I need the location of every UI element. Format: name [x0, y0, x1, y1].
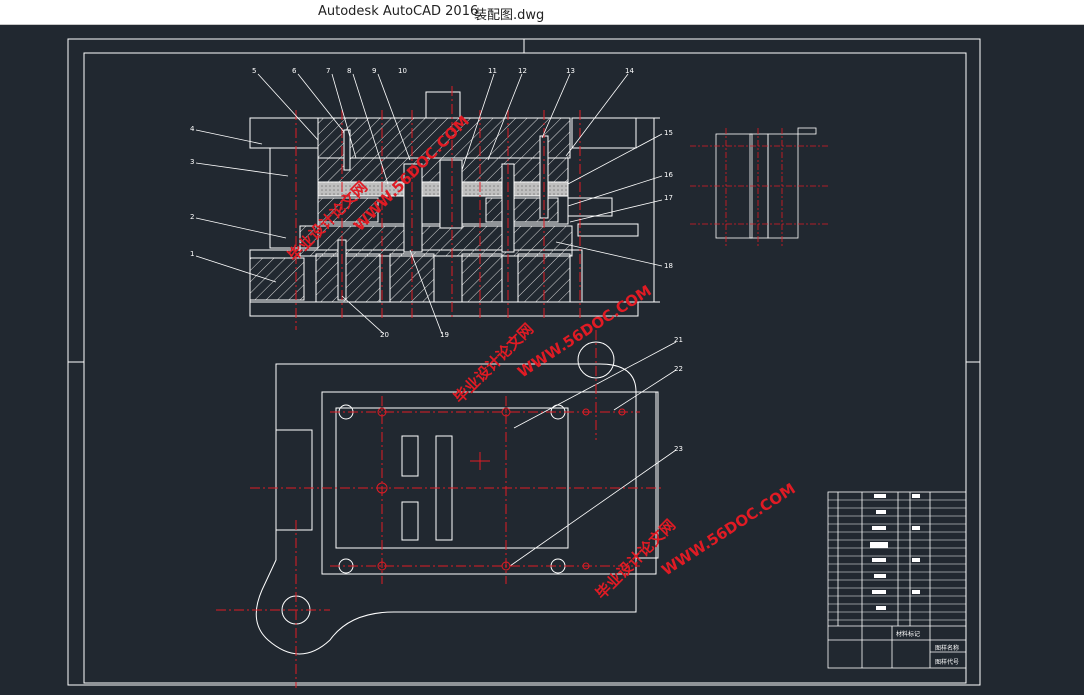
callout-11: 11 — [488, 67, 497, 75]
callout-12: 12 — [518, 67, 527, 75]
title-bar: Autodesk AutoCAD 2016 装配图.dwg — [0, 0, 1084, 25]
callout-2: 2 — [190, 213, 194, 221]
callout-22: 22 — [674, 365, 683, 373]
callout-21: 21 — [674, 336, 683, 344]
file-title: 装配图.dwg — [474, 8, 545, 23]
title-block-label-code: 图样代号 — [935, 658, 959, 666]
side-view — [690, 127, 830, 246]
title-block-label-material: 材料标记 — [896, 630, 920, 638]
callout-23: 23 — [674, 445, 683, 453]
callout-3: 3 — [190, 158, 194, 166]
callout-17: 17 — [664, 194, 673, 202]
callout-1: 1 — [190, 250, 194, 258]
callout-8: 8 — [347, 67, 351, 75]
callout-16: 16 — [664, 171, 673, 179]
callout-20: 20 — [380, 331, 389, 339]
watermark-url-3: WWW.56DOC.COM — [658, 480, 798, 580]
callout-6: 6 — [292, 67, 297, 75]
callout-10: 10 — [398, 67, 407, 75]
callout-13: 13 — [566, 67, 575, 75]
callout-7: 7 — [326, 67, 330, 75]
callout-4: 4 — [190, 125, 195, 133]
app-title: Autodesk AutoCAD 2016 — [318, 4, 479, 19]
drawing-canvas[interactable]: 1 2 3 4 5 6 7 8 9 10 11 12 13 14 15 16 1… — [0, 25, 1084, 691]
callout-15: 15 — [664, 129, 673, 137]
callout-18: 18 — [664, 262, 673, 270]
sheet-border — [67, 38, 981, 686]
bom-fill-marks — [870, 494, 920, 610]
callout-9: 9 — [372, 67, 376, 75]
title-block-label-name: 图样名称 — [935, 644, 959, 652]
plan-view — [216, 330, 664, 688]
callout-19: 19 — [440, 331, 449, 339]
callout-labels: 1 2 3 4 5 6 7 8 9 10 11 12 13 14 15 16 1… — [190, 67, 683, 453]
bom-rows — [828, 499, 966, 621]
callout-5: 5 — [252, 67, 256, 75]
section-view — [249, 86, 660, 330]
callout-14: 14 — [625, 67, 634, 75]
callout-leaders — [195, 73, 677, 567]
